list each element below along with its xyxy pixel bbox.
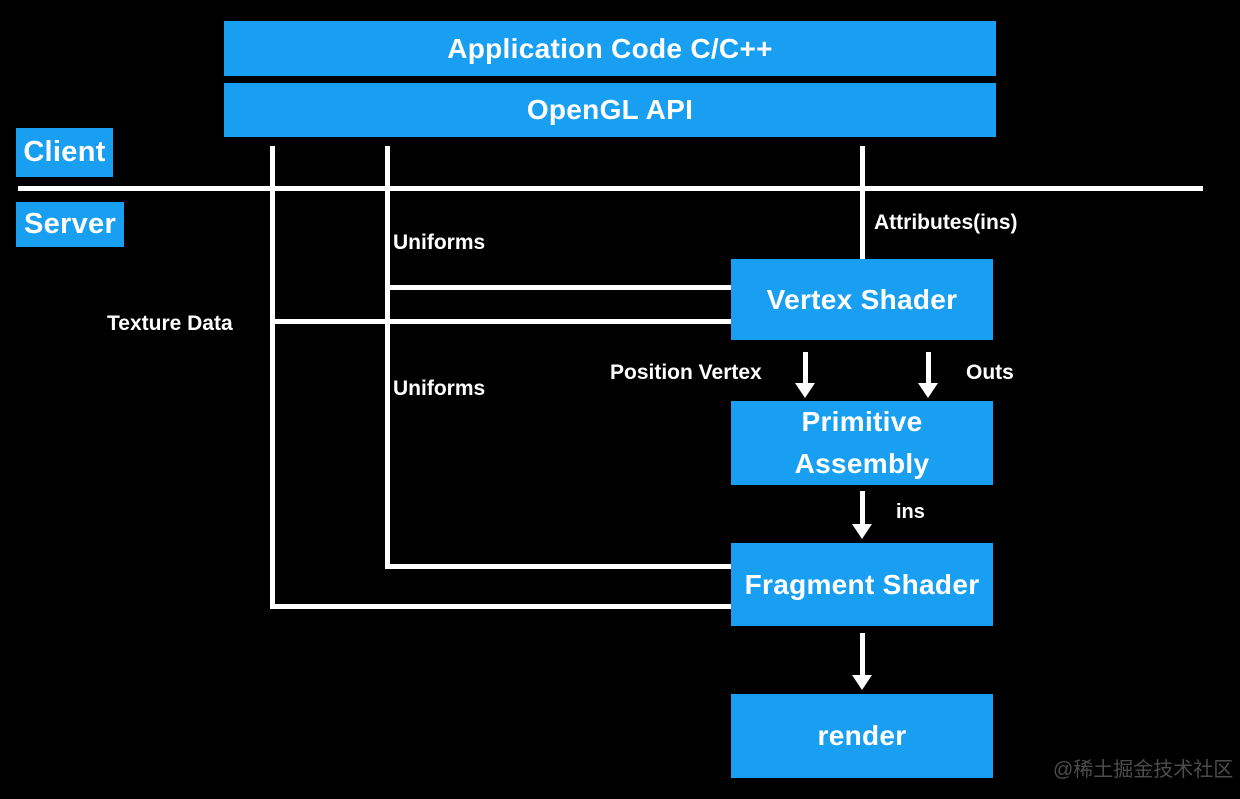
server-box: Server (16, 202, 124, 247)
uniforms-top-label: Uniforms (393, 231, 486, 254)
vertex-shader-label: Vertex Shader (766, 283, 958, 315)
uniforms-to-fragment-shader-line (385, 564, 731, 569)
fragment-to-render-arrow (852, 633, 873, 690)
opengl-api-box: OpenGL API (224, 83, 996, 137)
client-box: Client (16, 128, 113, 177)
arrow-shaft (926, 352, 931, 385)
arrow-shaft (860, 633, 865, 677)
fragment-shader-box: Fragment Shader (731, 543, 993, 626)
texture-data-to-vertex-shader-line (270, 319, 731, 324)
vertex-to-primitive-arrow-left (795, 352, 816, 398)
arrow-head-icon (795, 383, 815, 398)
texture-data-label: Texture Data (107, 312, 233, 335)
primitive-assembly-label: Primitive Assembly (794, 406, 930, 479)
uniforms-bottom-label: Uniforms (393, 377, 486, 400)
vertex-to-primitive-arrow-right (918, 352, 939, 398)
application-code-box: Application Code C/C++ (224, 21, 996, 76)
attributes-label: Attributes(ins) (874, 211, 1018, 234)
render-label: render (817, 720, 907, 751)
primitive-assembly-box: Primitive Assembly (731, 401, 993, 485)
arrow-shaft (803, 352, 808, 385)
uniforms-vertical-line (385, 146, 390, 569)
arrow-shaft (860, 491, 865, 526)
application-code-label: Application Code C/C++ (447, 32, 773, 64)
position-vertex-label: Position Vertex (610, 361, 762, 384)
fragment-shader-label: Fragment Shader (744, 568, 980, 600)
server-label: Server (23, 208, 117, 240)
client-label: Client (23, 136, 106, 168)
texture-data-to-fragment-shader-line (270, 604, 731, 609)
outs-label: Outs (966, 361, 1014, 384)
client-server-divider-line (18, 186, 1203, 191)
attributes-vertical-line (860, 146, 865, 259)
ins-label: ins (896, 501, 925, 523)
texture-data-vertical-line (270, 146, 275, 609)
arrow-head-icon (852, 675, 872, 690)
render-box: render (731, 694, 993, 778)
arrow-head-icon (918, 383, 938, 398)
watermark-text: @稀土掘金技术社区 (1053, 759, 1234, 781)
vertex-shader-box: Vertex Shader (731, 259, 993, 340)
opengl-api-label: OpenGL API (526, 94, 694, 125)
arrow-head-icon (852, 524, 872, 539)
primitive-to-fragment-arrow (852, 491, 873, 539)
uniforms-to-vertex-shader-line (387, 285, 731, 290)
